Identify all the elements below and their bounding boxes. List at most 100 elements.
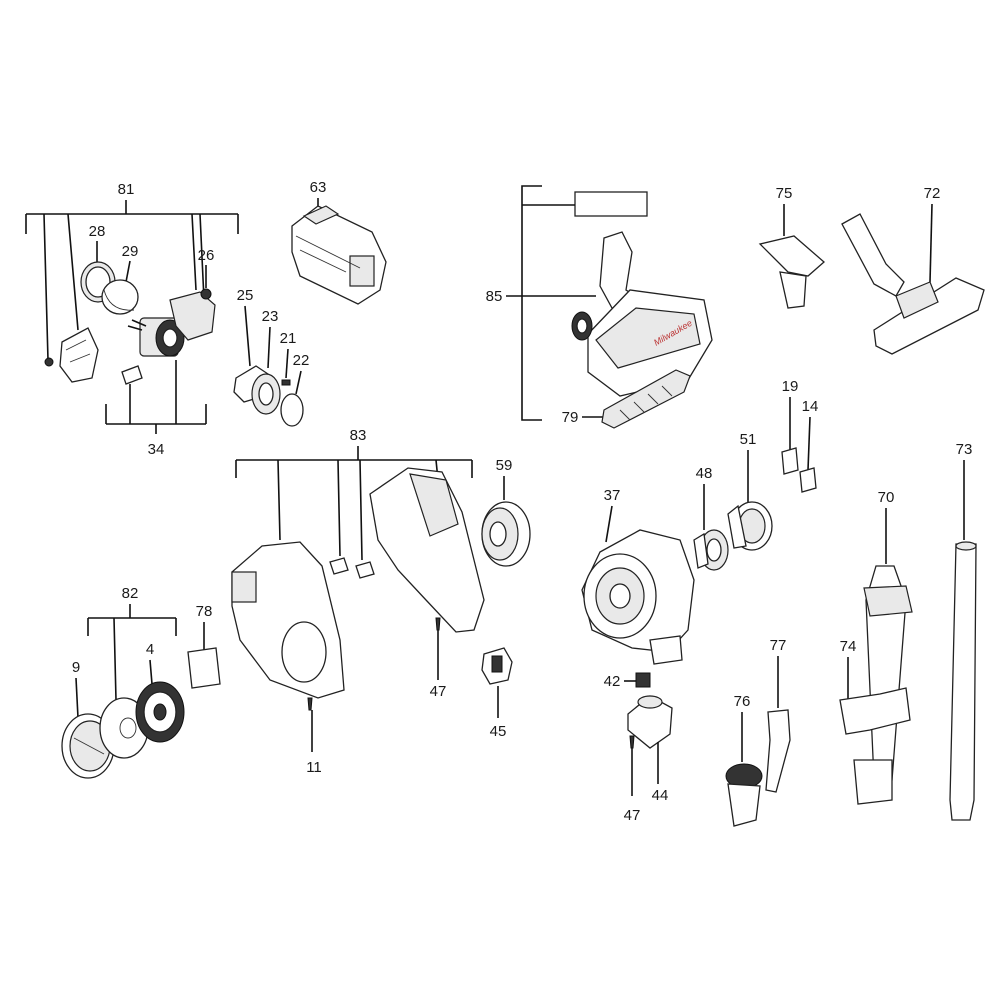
bracket-85 bbox=[506, 185, 596, 421]
leaders-81 bbox=[43, 213, 205, 361]
leader-14 bbox=[807, 416, 811, 471]
part-47-screw-a bbox=[435, 617, 441, 631]
label-63: 63 bbox=[310, 179, 327, 196]
leader-21 bbox=[285, 348, 289, 379]
part-small-screw bbox=[44, 357, 54, 367]
part-21-pin bbox=[281, 379, 291, 386]
label-74: 74 bbox=[840, 638, 857, 655]
group-77: 77 bbox=[765, 637, 791, 793]
part-22-oring bbox=[280, 393, 304, 427]
label-59: 59 bbox=[496, 457, 513, 474]
group-82: 82 4 9 bbox=[61, 585, 185, 779]
label-23: 23 bbox=[262, 308, 279, 325]
group-75: 75 bbox=[758, 185, 825, 309]
group-51-48: 51 48 bbox=[693, 431, 773, 571]
part-clip-a bbox=[329, 557, 349, 575]
part-73-tube bbox=[949, 541, 977, 821]
label-42: 42 bbox=[604, 673, 621, 690]
group-42-44: 42 44 47 bbox=[604, 672, 673, 824]
part-29-filter bbox=[101, 279, 139, 315]
part-51-collar bbox=[727, 501, 773, 551]
part-clip-b bbox=[355, 561, 375, 579]
leader-25 bbox=[244, 305, 251, 367]
label-77: 77 bbox=[770, 637, 787, 654]
part-44-base bbox=[627, 695, 673, 749]
group-76: 76 bbox=[725, 693, 763, 827]
label-34: 34 bbox=[148, 441, 165, 458]
part-63-battery bbox=[291, 205, 387, 305]
label-75: 75 bbox=[776, 185, 793, 202]
part-45-latch bbox=[481, 647, 513, 685]
label-82: 82 bbox=[122, 585, 139, 602]
leader-23 bbox=[267, 326, 271, 369]
part-75-nozzle bbox=[758, 235, 825, 309]
bracket-34 bbox=[105, 360, 207, 434]
part-76-brush bbox=[725, 763, 763, 827]
label-79: 79 bbox=[562, 409, 579, 426]
part-79-brushroll bbox=[601, 369, 691, 429]
part-4-pleated-filter bbox=[135, 681, 185, 743]
bracket-81 bbox=[25, 200, 239, 234]
label-29: 29 bbox=[122, 243, 139, 260]
part-motor-assembly bbox=[127, 291, 216, 357]
label-47a: 47 bbox=[430, 683, 447, 700]
group-70-74: 70 74 bbox=[839, 489, 913, 805]
label-9: 9 bbox=[72, 659, 80, 676]
group-25-22: 25 23 21 22 bbox=[233, 287, 310, 427]
label-11: 11 bbox=[306, 759, 322, 776]
label-83: 83 bbox=[350, 427, 367, 444]
part-74-clip bbox=[839, 687, 911, 735]
label-51: 51 bbox=[740, 431, 757, 448]
part-48-latch bbox=[693, 529, 729, 571]
part-72-floor-tool bbox=[841, 213, 985, 355]
leader-22 bbox=[295, 370, 302, 395]
label-19: 19 bbox=[782, 378, 799, 395]
leader-72 bbox=[929, 203, 933, 283]
part-23-rotor bbox=[251, 373, 281, 415]
label-4: 4 bbox=[146, 641, 154, 658]
part-42 bbox=[635, 672, 651, 688]
part-78-label bbox=[187, 647, 221, 689]
label-73: 73 bbox=[956, 441, 973, 458]
blank-label-box bbox=[574, 191, 648, 217]
leader-9 bbox=[75, 677, 79, 719]
label-48: 48 bbox=[696, 465, 713, 482]
label-14: 14 bbox=[802, 398, 819, 415]
group-19-14: 19 14 bbox=[781, 378, 819, 493]
label-72: 72 bbox=[924, 185, 941, 202]
part-26-screw bbox=[200, 288, 212, 300]
part-59-seal bbox=[481, 501, 531, 567]
label-28: 28 bbox=[89, 223, 106, 240]
leader-37 bbox=[605, 505, 613, 543]
part-83-right-housing bbox=[369, 467, 485, 633]
group-85: 85 Milwaukee 79 bbox=[486, 185, 713, 429]
label-37: 37 bbox=[604, 487, 621, 504]
bracket-83 bbox=[235, 446, 473, 561]
part-14 bbox=[799, 467, 817, 493]
group-59: 59 bbox=[481, 457, 531, 567]
label-22: 22 bbox=[293, 352, 310, 369]
part-77-crevice bbox=[765, 709, 791, 793]
part-19 bbox=[781, 447, 799, 475]
label-85: 85 bbox=[486, 288, 503, 305]
leader-29 bbox=[125, 260, 131, 283]
group-73: 73 bbox=[949, 441, 977, 821]
part-37-cyclone bbox=[581, 529, 695, 665]
label-76: 76 bbox=[734, 693, 751, 710]
group-72: 72 bbox=[841, 185, 985, 355]
label-25: 25 bbox=[237, 287, 254, 304]
leader-4 bbox=[149, 659, 153, 685]
label-45: 45 bbox=[490, 723, 507, 740]
part-70-wand bbox=[853, 565, 913, 805]
label-78: 78 bbox=[196, 603, 213, 620]
part-housing-cap bbox=[59, 327, 99, 383]
group-37: 37 bbox=[581, 487, 695, 665]
part-47-screw-b bbox=[629, 735, 635, 749]
part-clip bbox=[121, 365, 143, 385]
part-floor-head: Milwaukee bbox=[571, 231, 713, 397]
label-81: 81 bbox=[118, 181, 135, 198]
group-81: 81 28 29 26 bbox=[25, 181, 239, 458]
part-11-screw bbox=[307, 697, 313, 711]
